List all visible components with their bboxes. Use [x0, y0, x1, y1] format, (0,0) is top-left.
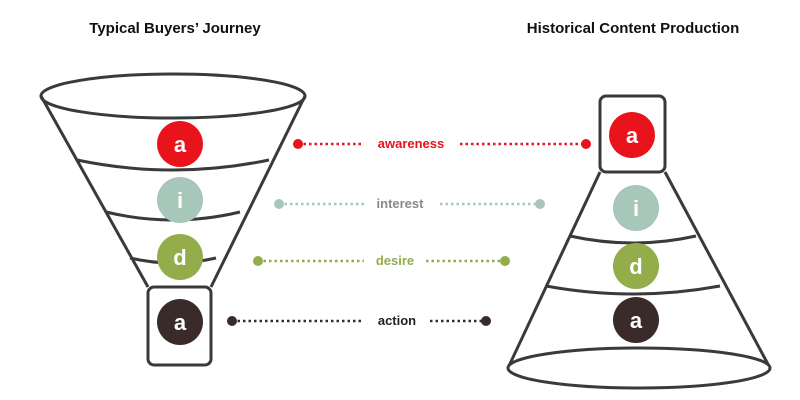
stage-badge-circle	[613, 297, 659, 343]
cone-band-2	[545, 284, 721, 296]
left-badge-action: a	[157, 299, 203, 345]
connector-desire: desire	[253, 253, 510, 268]
left-badge-interest: i	[157, 177, 203, 223]
badge-letter: a	[630, 308, 643, 333]
connector-dot	[500, 256, 510, 266]
badge-letter: a	[174, 310, 187, 335]
connector-dot	[253, 256, 263, 266]
buyers-journey-funnel	[39, 72, 307, 367]
badge-letter: d	[629, 254, 642, 279]
right-badge-action: a	[613, 297, 659, 343]
right-badge-desire: d	[613, 243, 659, 289]
badge-letter: i	[177, 188, 183, 213]
stage-label-action: action	[378, 313, 416, 328]
connector-dot	[535, 199, 545, 209]
left-badge-awareness: a	[157, 121, 203, 167]
cone-band-1	[569, 234, 697, 245]
right-badges: a i d a	[609, 112, 659, 343]
stage-badge-circle	[157, 299, 203, 345]
connector-dot	[581, 139, 591, 149]
cone-body-outline	[506, 171, 772, 369]
badge-letter: a	[174, 132, 187, 157]
right-badge-interest: i	[613, 185, 659, 231]
connector-dot	[227, 316, 237, 326]
stage-badge-circle	[157, 234, 203, 280]
stage-label-awareness: awareness	[378, 136, 445, 151]
connector-dot	[274, 199, 284, 209]
stage-badge-circle	[157, 121, 203, 167]
right-diagram-title: Historical Content Production	[526, 20, 740, 37]
badge-letter: d	[173, 245, 186, 270]
stage-badge-circle	[157, 177, 203, 223]
connector-dot	[481, 316, 491, 326]
funnel-top-rim	[39, 72, 307, 120]
connector-dot	[293, 139, 303, 149]
cone-base-rim	[506, 346, 772, 390]
left-badges: a i d a	[157, 121, 203, 345]
stage-label-interest: interest	[377, 196, 425, 211]
stage-badge-circle	[613, 243, 659, 289]
stage-connectors: awareness interest desire action	[227, 136, 591, 328]
funnel-band-1	[76, 158, 270, 172]
right-badge-awareness: a	[609, 112, 655, 158]
connector-interest: interest	[274, 196, 545, 211]
stage-label-desire: desire	[376, 253, 414, 268]
left-badge-desire: d	[157, 234, 203, 280]
connector-action: action	[227, 313, 491, 328]
stage-badge-circle	[609, 112, 655, 158]
connector-awareness: awareness	[293, 136, 591, 151]
badge-letter: i	[633, 196, 639, 221]
funnel-body-outline	[39, 95, 307, 288]
left-diagram-title: Typical Buyers’ Journey	[89, 20, 261, 37]
stage-badge-circle	[613, 185, 659, 231]
badge-letter: a	[626, 123, 639, 148]
